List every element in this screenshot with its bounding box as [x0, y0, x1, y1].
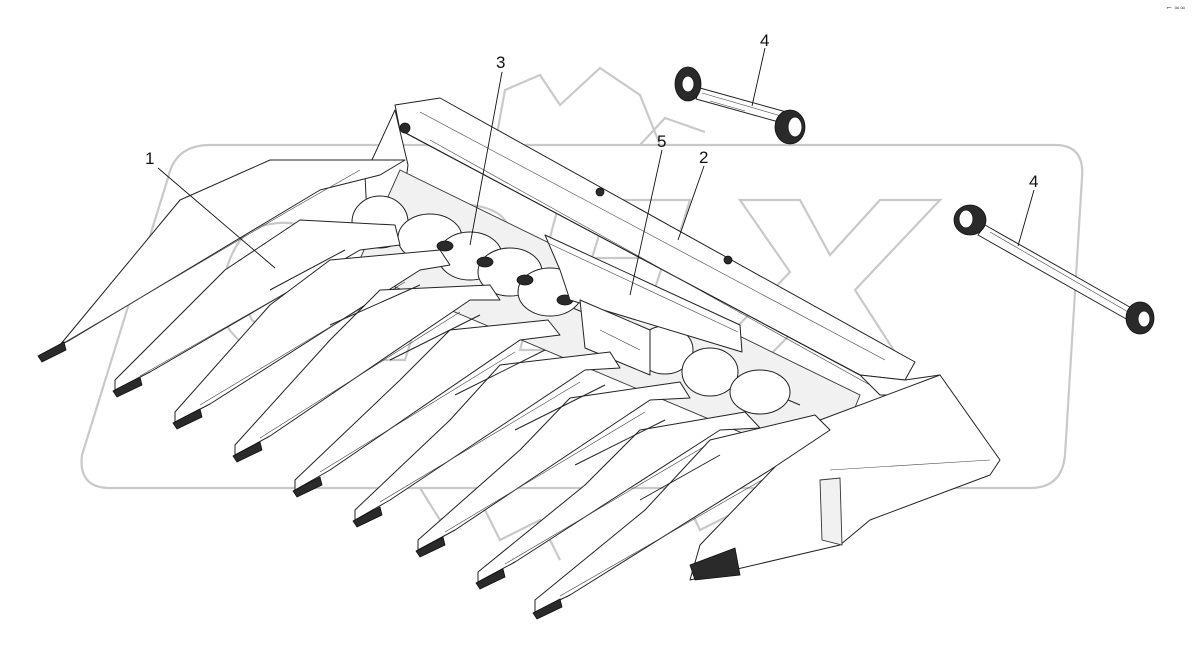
center-gearbox [544, 234, 743, 376]
row-dividers [37, 159, 831, 620]
callout-label-5: 5 [657, 132, 666, 151]
callout-label-4-right: 4 [1029, 172, 1038, 191]
row-channels [269, 249, 721, 501]
corner-mark: ⌐ ∞∞ [1166, 4, 1186, 12]
right-side-panel [689, 374, 1001, 581]
callout-label-2: 2 [699, 148, 708, 167]
callout-label-3: 3 [496, 53, 505, 72]
callout-label-4-upper: 4 [760, 31, 769, 50]
corn-header [37, 97, 1001, 620]
drive-shaft-upper [674, 66, 806, 145]
callout-label-1: 1 [145, 149, 154, 168]
drive-shaft-right [953, 204, 1155, 335]
leader-lines [157, 47, 1035, 296]
